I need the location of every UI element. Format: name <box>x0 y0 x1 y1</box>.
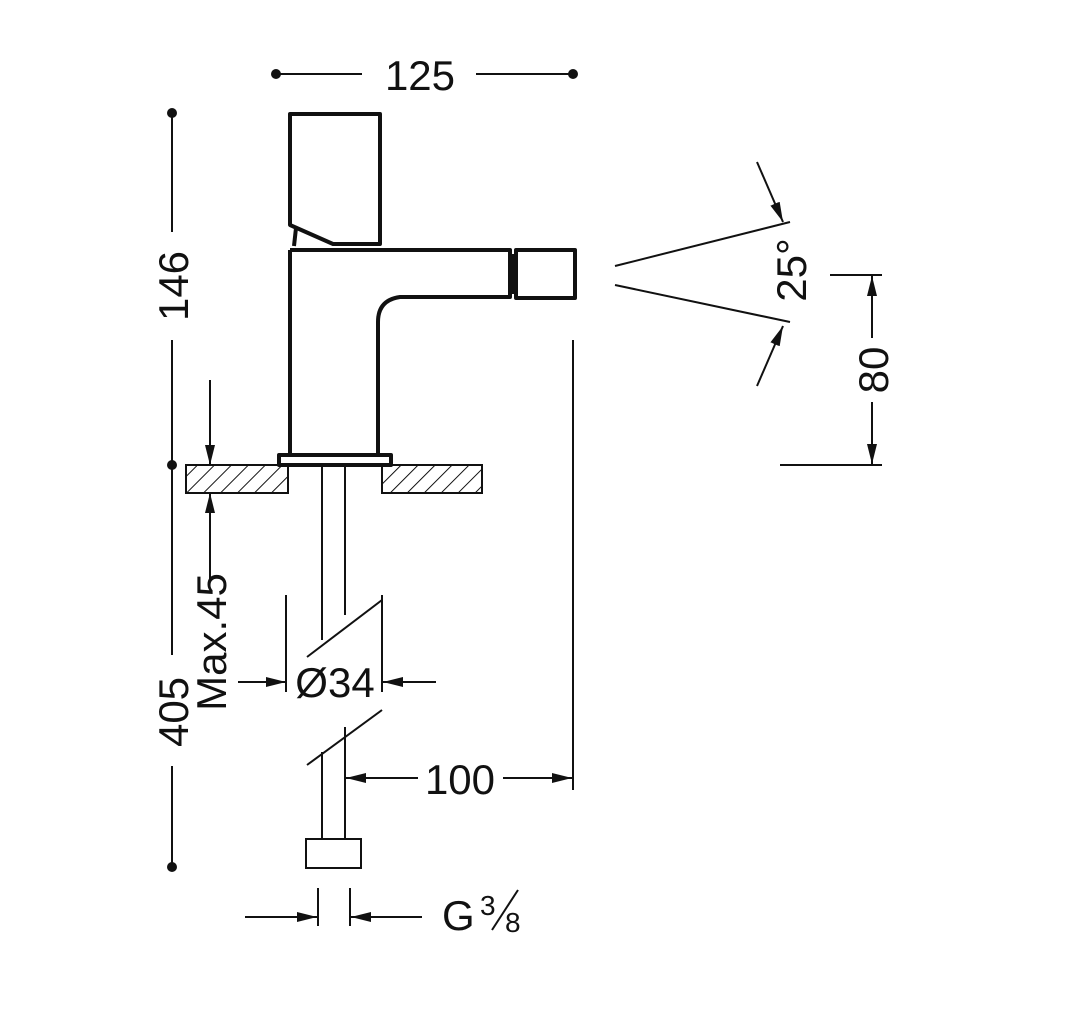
supply-pipe <box>305 465 383 869</box>
dim-label-thread: G <box>442 892 475 939</box>
dimension-max-45: Max.45 <box>188 380 235 711</box>
faucet-outline <box>277 112 577 467</box>
dim-label-max45: Max.45 <box>188 573 235 711</box>
dimension-spray-angle: 25° <box>614 161 815 387</box>
dim-label-diameter: Ø34 <box>295 659 374 706</box>
dim-label-80: 80 <box>850 347 897 394</box>
dimension-vertical-left: 146 405 <box>150 108 197 872</box>
dim-label-100: 100 <box>425 756 495 803</box>
dim-label-405: 405 <box>150 677 197 747</box>
dimension-thread: G 3 8 <box>245 888 521 939</box>
dim-label-thread-den: 8 <box>505 907 521 938</box>
dimension-height-80: 80 <box>780 274 897 466</box>
dimension-reach-100: 100 <box>346 340 574 803</box>
dimension-diameter-34: Ø34 <box>238 595 436 706</box>
counter-section <box>185 464 483 494</box>
dim-label-thread-num: 3 <box>480 890 496 921</box>
dim-label-25deg: 25° <box>768 238 815 302</box>
dim-label-125: 125 <box>385 52 455 99</box>
dimension-width-125: 125 <box>271 52 578 99</box>
dim-label-146: 146 <box>150 251 197 321</box>
